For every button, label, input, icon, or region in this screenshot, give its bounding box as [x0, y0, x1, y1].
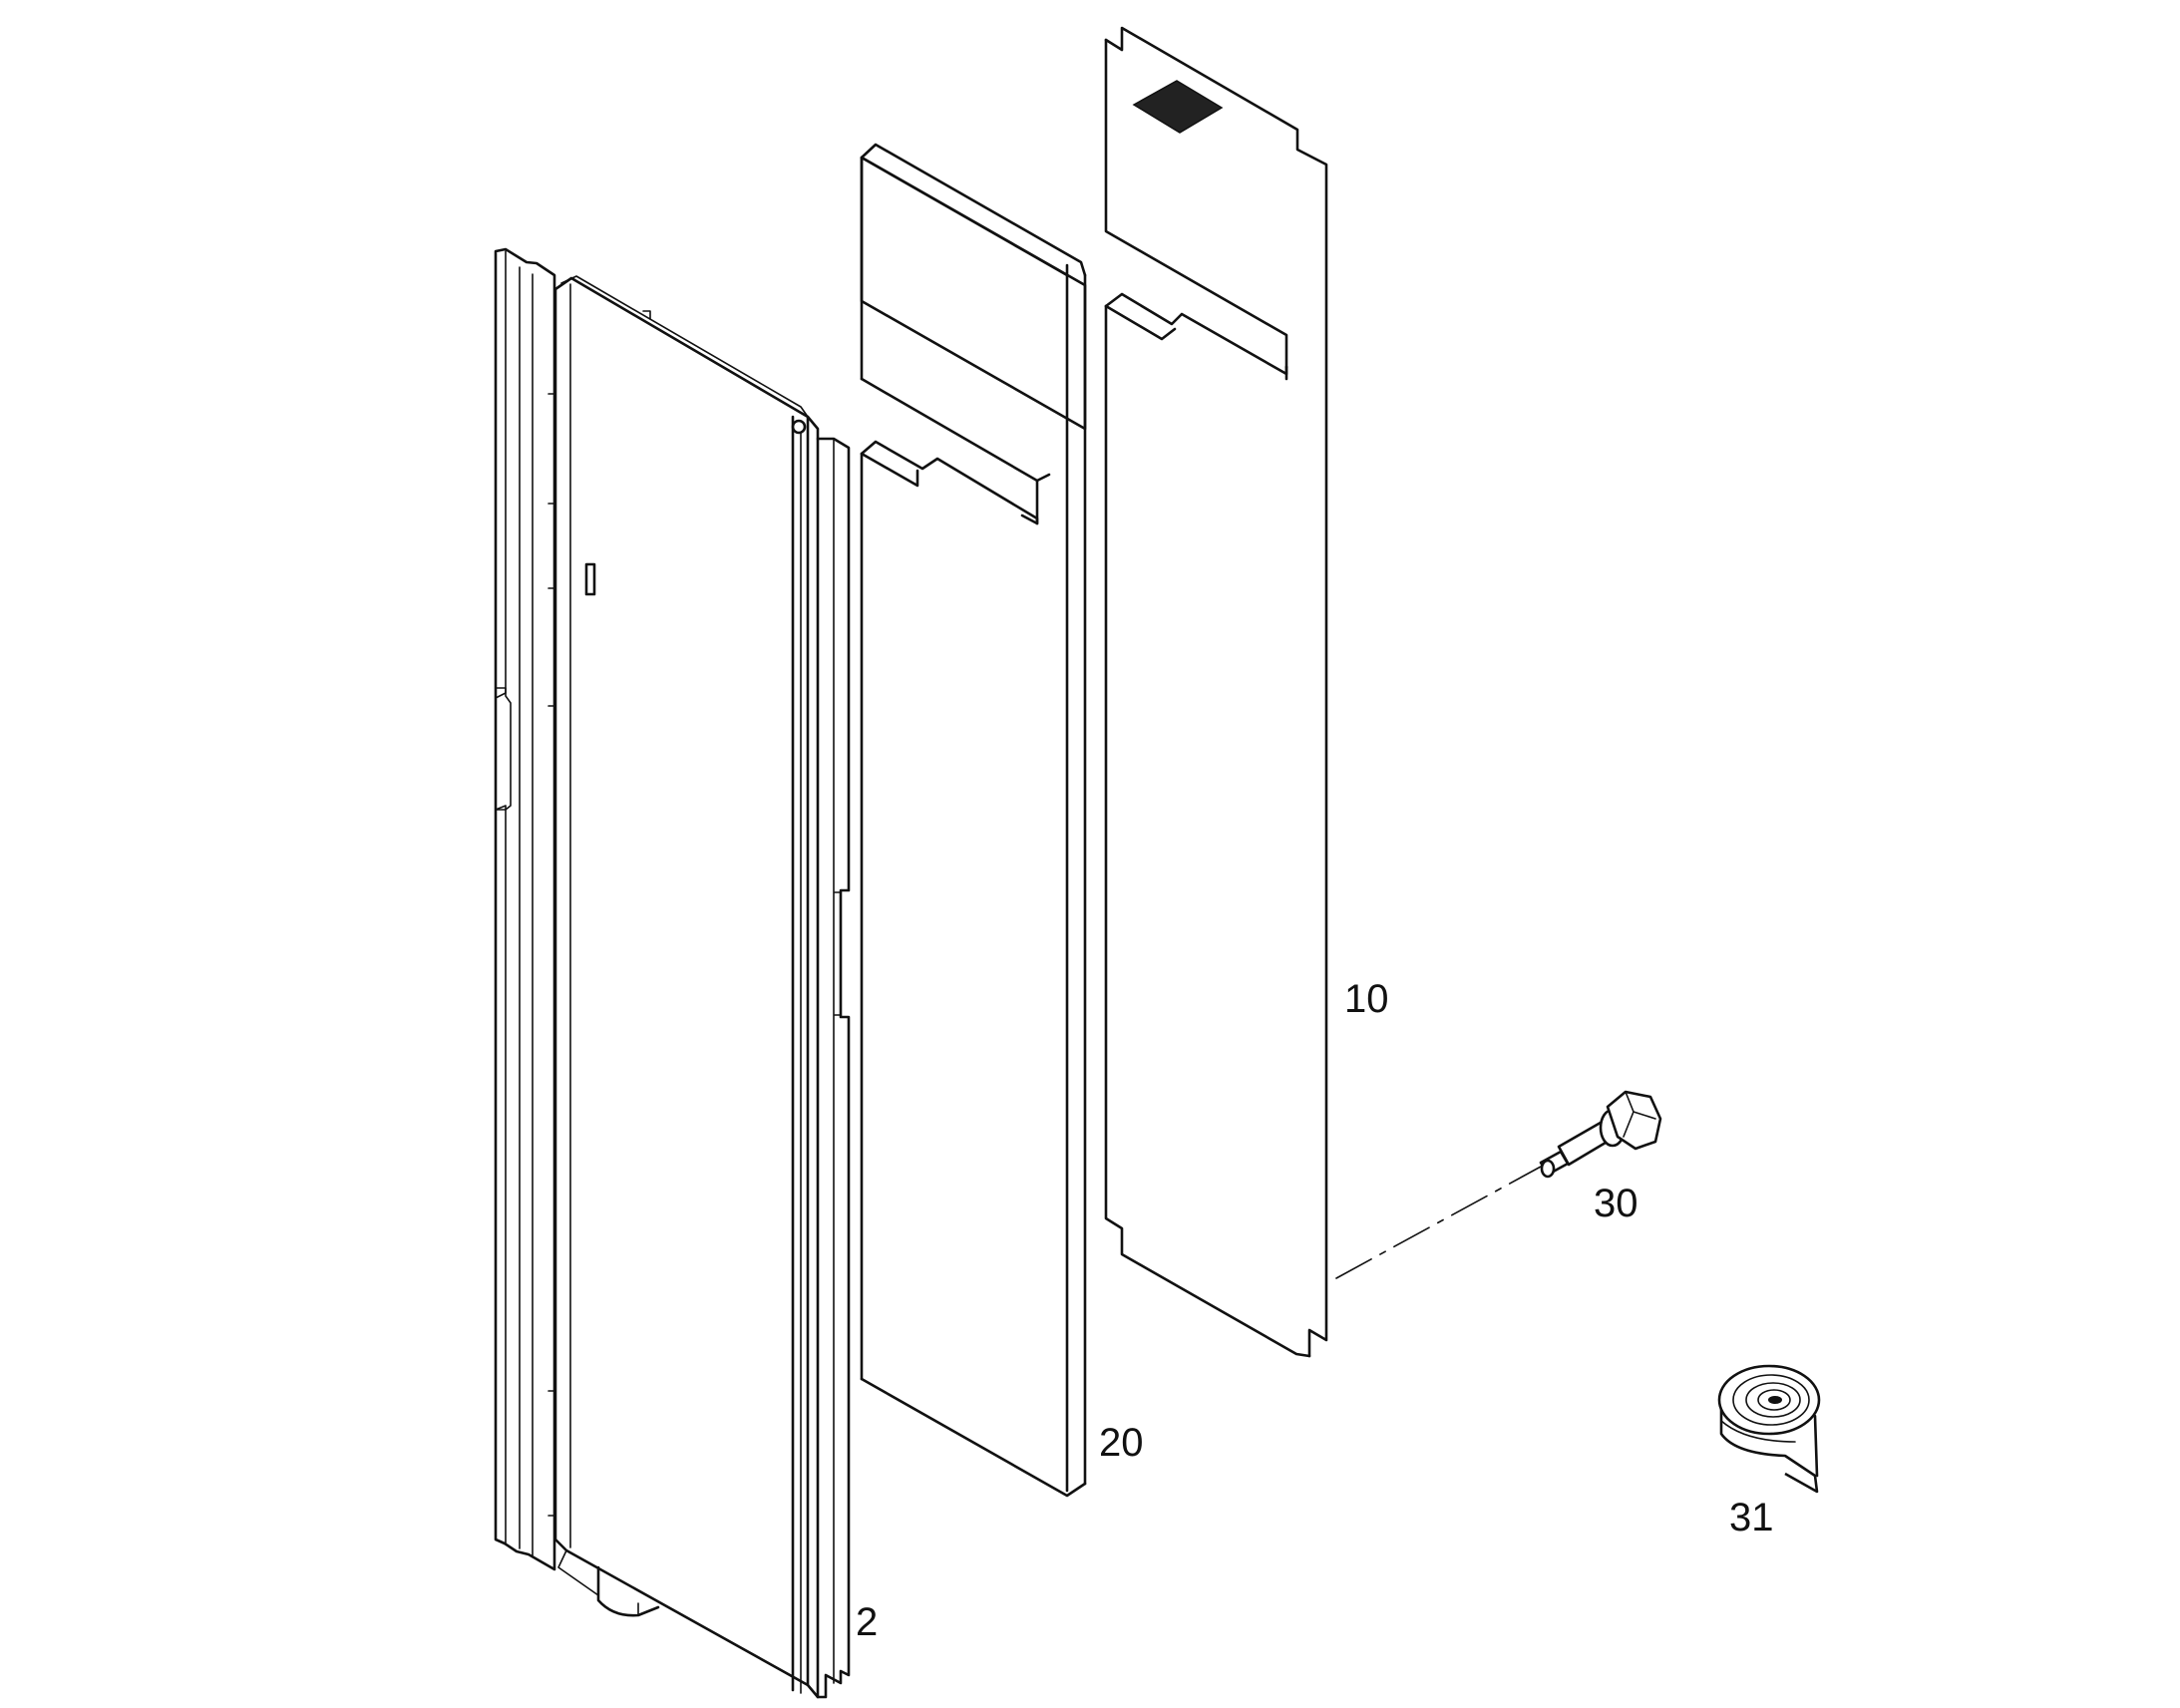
callout-part-2: 2: [856, 1600, 878, 1644]
callout-part-10: 10: [1344, 977, 1389, 1021]
callout-part-20: 20: [1099, 1421, 1144, 1465]
tape-roll-part-31: [1717, 1364, 1821, 1494]
vent-grille-icon: [1132, 80, 1224, 134]
callout-part-30: 30: [1594, 1182, 1638, 1225]
door-panel-part-2: [494, 247, 851, 1699]
back-panel-part-10: [1104, 26, 1328, 1358]
screw-part-30: [1335, 1090, 1662, 1279]
callout-part-31: 31: [1729, 1496, 1774, 1539]
insulation-block-part-20: [860, 143, 1087, 1498]
